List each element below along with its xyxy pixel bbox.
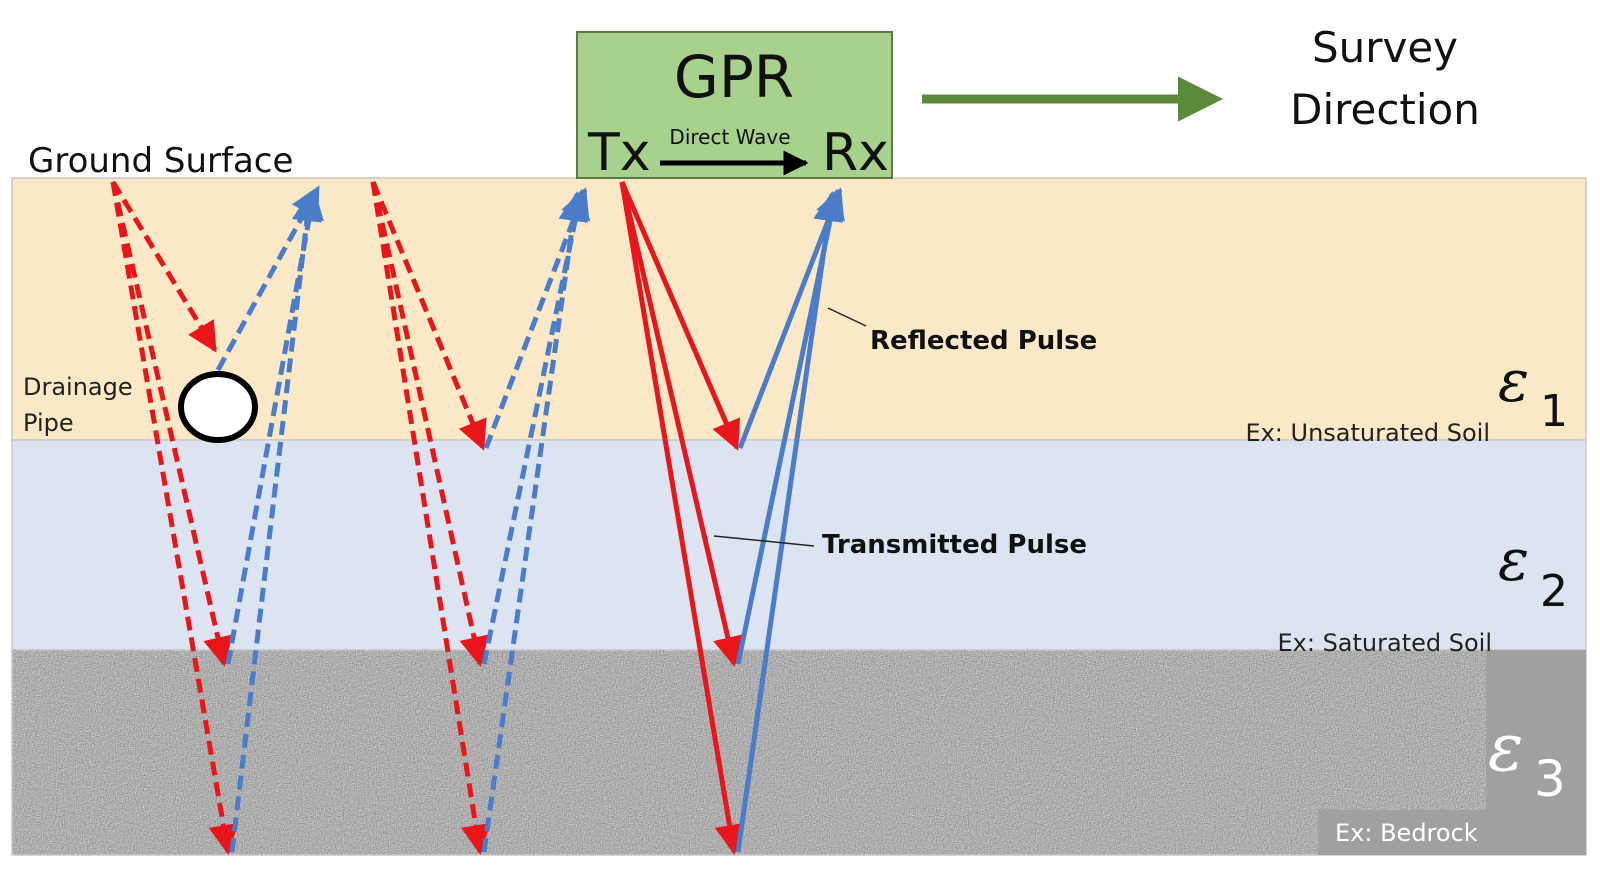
epsilon-3-symbol: ε [1488, 709, 1523, 786]
tx-label: Tx [587, 123, 651, 183]
transmitted-ray [619, 181, 741, 451]
drainage-pipe-label-line1: Drainage [23, 373, 133, 401]
epsilon-2-subscript: 2 [1540, 566, 1568, 617]
epsilon-1-symbol: ε [1498, 347, 1529, 415]
layer-1-example: Ex: Unsaturated Soil [1245, 419, 1490, 447]
transmitted-ray [110, 180, 218, 353]
gpr-title: GPR [674, 43, 794, 111]
transmitted-ray [110, 181, 239, 855]
drainage-pipe [178, 371, 258, 443]
reflected-ray [229, 191, 322, 853]
reflected-ray [735, 191, 844, 853]
layer-1-label: ε 1 Ex: Unsaturated Soil [1245, 347, 1568, 447]
survey-direction-line2: Direction [1290, 85, 1480, 134]
layer-2-example: Ex: Saturated Soil [1277, 629, 1492, 657]
rx-label: Rx [822, 123, 889, 183]
transmitted-pulse-leader [713, 535, 815, 547]
direct-wave-label: Direct Wave [669, 125, 790, 149]
reflected-ray [225, 189, 324, 665]
survey-direction-line1: Survey [1312, 23, 1458, 72]
transmitted-ray [370, 181, 489, 667]
drainage-pipe-label-line2: Pipe [23, 409, 74, 437]
gpr-box [576, 31, 893, 179]
bedrock-example-panel [1318, 810, 1486, 855]
reflected-ray [483, 187, 590, 449]
reflected-ray [737, 187, 845, 449]
layer-3-label: ε 3 Ex: Bedrock [1335, 709, 1566, 847]
epsilon-2-symbol: ε [1498, 526, 1529, 594]
layer-3-example: Ex: Bedrock [1335, 819, 1478, 847]
reflected-pulse-leader [827, 307, 867, 327]
transmitted-ray [619, 181, 745, 855]
transmitted-pulse-label: Transmitted Pulse [822, 530, 1087, 560]
wave-group-left [110, 180, 324, 855]
transmitted-ray [370, 181, 491, 855]
wave-group-right [619, 181, 846, 855]
reflected-pulse-label: Reflected Pulse [870, 326, 1097, 356]
wave-group-middle [370, 181, 591, 855]
layer-1-unsaturated-soil [11, 177, 1587, 441]
layer-2-label: ε 2 Ex: Saturated Soil [1277, 526, 1568, 657]
bedrock-label-panel [1486, 650, 1586, 855]
transmitted-ray [110, 181, 233, 667]
ground-surface-label: Ground Surface [28, 141, 293, 181]
reflected-ray [481, 189, 591, 665]
transmitted-ray [619, 181, 743, 667]
layer-3-bedrock-texture [12, 650, 1486, 855]
epsilon-1-subscript: 1 [1540, 386, 1568, 437]
epsilon-3-subscript: 3 [1534, 750, 1566, 808]
reflected-ray [481, 191, 589, 853]
transmitted-ray [370, 181, 487, 451]
